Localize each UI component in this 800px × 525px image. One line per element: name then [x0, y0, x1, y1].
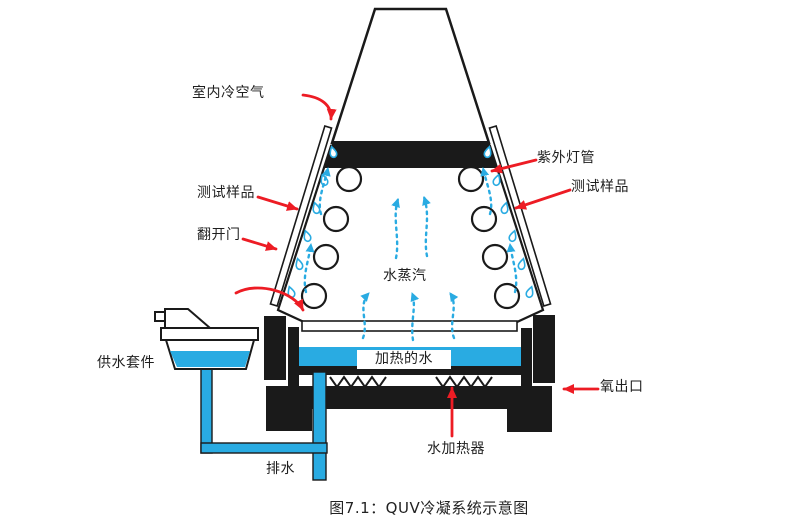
label-water-supply-kit: 供水套件: [97, 355, 155, 371]
hood: [330, 7, 491, 145]
label-test-sample-right: 测试样品: [571, 179, 629, 195]
label-indoor-cold-air: 室内冷空气: [192, 85, 265, 101]
uv-lamp-icon: [493, 282, 521, 310]
label-water-vapor: 水蒸汽: [383, 268, 427, 284]
heater-coil: [329, 375, 493, 389]
label-uv-lamp: 紫外灯管: [537, 150, 595, 166]
uv-lamps: [300, 165, 521, 310]
arrow-test-sample-left: [256, 195, 299, 211]
label-drain: 排水: [266, 461, 295, 477]
arrow-test-sample-right: [514, 188, 572, 210]
uv-lamp-icon: [322, 205, 350, 233]
door-left: [269, 125, 333, 307]
label-water-heater: 水加热器: [427, 441, 485, 457]
label-test-sample-left: 测试样品: [197, 185, 255, 201]
arrow-water-feed: [234, 286, 305, 312]
uv-lamp-icon: [470, 205, 498, 233]
label-flip-door: 翻开门: [197, 227, 241, 243]
uv-lamp-icon: [481, 243, 509, 271]
float-valve: [164, 308, 213, 329]
sample-tray: [301, 320, 518, 332]
label-oxygen-outlet: 氧出口: [600, 379, 644, 395]
door-right: [488, 125, 552, 307]
vapor-arrows: [303, 166, 518, 342]
arrow-flip-door: [241, 237, 278, 251]
arrow-indoor-cold-air: [301, 93, 337, 121]
annotation-arrows: [234, 93, 600, 438]
supply-tank: [154, 308, 259, 370]
drain-pipe: [312, 371, 327, 481]
uv-lamp-icon: [457, 165, 485, 193]
uv-lamp-icon: [300, 282, 328, 310]
figure-caption: 图7.1：QUV冷凝系统示意图: [329, 499, 529, 517]
uv-lamp-icon: [335, 165, 363, 193]
top-bar: [324, 141, 498, 168]
arrow-uv-lamp: [490, 158, 538, 174]
heated-water-label-box: [357, 350, 451, 369]
base: [266, 386, 552, 432]
uv-lamp-icon: [312, 243, 340, 271]
label-heated-water: 加热的水: [375, 351, 433, 367]
water-pan: [264, 315, 555, 387]
